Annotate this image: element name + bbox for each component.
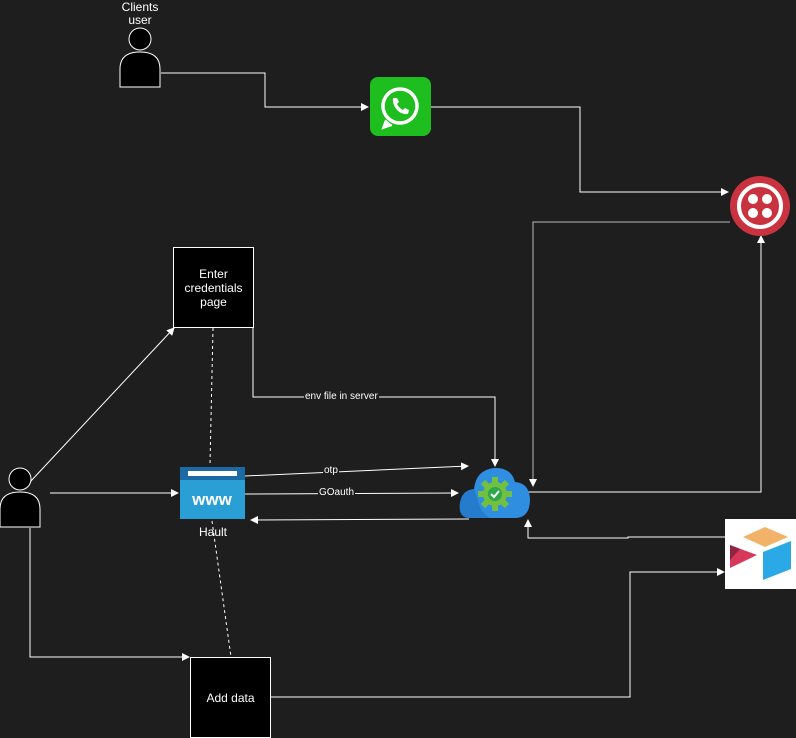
twilio-icon <box>730 176 790 236</box>
whatsapp-icon <box>370 77 431 136</box>
edge-otp <box>244 462 469 477</box>
www-browser-icon: www <box>180 467 245 519</box>
clients-user-label: Clients user <box>121 0 159 27</box>
edge-clients-to-whatsapp <box>161 72 369 111</box>
user-person-icon <box>0 467 41 528</box>
edge-cloud-to-twilio <box>528 235 765 493</box>
edge-label-env-file: env file in server <box>304 391 379 402</box>
edge-label-goauth: GOauth <box>318 487 356 498</box>
edge-user-to-add-data <box>29 528 190 661</box>
add-data-node[interactable]: Add data <box>190 657 271 738</box>
edge-twilio-to-cloud <box>529 221 730 487</box>
credentials-page-label: Enter credentials page <box>184 266 243 309</box>
edge-whatsapp-to-twilio <box>431 106 729 196</box>
hault-label: Hault <box>198 525 227 539</box>
www-icon-text: www <box>191 490 232 509</box>
airtable-icon <box>725 519 796 589</box>
edge-user-to-credentials <box>29 327 175 483</box>
credentials-page-node[interactable]: Enter credentials page <box>173 247 254 328</box>
add-data-label: Add data <box>206 690 255 705</box>
edge-label-otp: otp <box>323 465 339 476</box>
edge-airtable-to-cloud <box>524 519 725 539</box>
edge-dashed-hault-add-data <box>211 520 232 658</box>
cloud-gear-icon <box>459 467 530 518</box>
edge-dashed-credentials-hault <box>209 327 214 465</box>
edge-add-data-to-airtable <box>271 568 725 698</box>
clients-user-person-icon <box>119 27 161 88</box>
edge-cloud-to-hault <box>250 515 470 524</box>
